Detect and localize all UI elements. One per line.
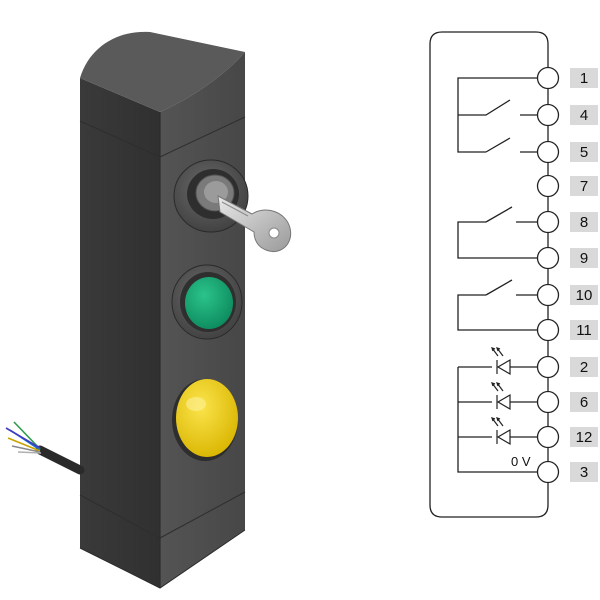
led-icon xyxy=(491,417,511,446)
terminal-circle xyxy=(536,246,560,270)
terminal-label: 10 xyxy=(576,287,593,304)
terminal-labels: 1 4 5 7 8 9 10 11 2 6 12 3 xyxy=(570,68,598,482)
terminal-label-box xyxy=(570,68,598,88)
terminal-label: 12 xyxy=(576,429,593,446)
yellow-pushbutton xyxy=(172,379,238,461)
ground-label: 0 V xyxy=(511,454,531,469)
terminal-label-box xyxy=(570,105,598,125)
terminal-circle xyxy=(536,425,560,449)
terminals xyxy=(536,66,560,484)
schematic-enclosure xyxy=(429,31,549,518)
led-icon xyxy=(491,382,511,411)
terminal-circle xyxy=(536,460,560,484)
terminal-label-box xyxy=(570,176,598,196)
key-icon xyxy=(217,195,292,252)
multi-wire-cable xyxy=(5,421,85,475)
terminal-label-box xyxy=(570,462,598,482)
terminal-label-box xyxy=(570,392,598,412)
terminal-label: 2 xyxy=(580,359,588,376)
led-bus xyxy=(457,366,538,473)
terminal-label-box xyxy=(570,212,598,232)
terminal-label: 1 xyxy=(580,70,588,87)
terminal-circle xyxy=(536,355,560,379)
terminal-label: 6 xyxy=(580,394,588,411)
terminal-label-box xyxy=(570,357,598,377)
terminal-circle xyxy=(536,140,560,164)
terminal-label-box xyxy=(570,320,598,340)
green-pushbutton xyxy=(171,264,243,340)
terminal-label: 9 xyxy=(580,250,588,267)
contact-10-11 xyxy=(457,279,538,331)
terminal-label: 3 xyxy=(580,464,588,481)
terminal-label-box xyxy=(570,248,598,268)
contact-8-9 xyxy=(457,206,538,259)
terminal-circle xyxy=(536,390,560,414)
terminal-label-box xyxy=(570,285,598,305)
terminal-label-box xyxy=(570,427,598,447)
terminal-label: 11 xyxy=(576,322,592,339)
terminal-label: 4 xyxy=(580,107,588,124)
terminal-label-box xyxy=(570,142,598,162)
terminal-label: 7 xyxy=(580,178,588,195)
led-icon xyxy=(491,347,511,376)
terminal-circle xyxy=(536,66,560,90)
contact-1-4-5 xyxy=(457,77,538,153)
terminal-circle xyxy=(536,103,560,127)
terminal-circle xyxy=(536,283,560,307)
wiring-schematic xyxy=(429,31,549,518)
terminal-label: 5 xyxy=(580,144,588,161)
terminal-circle xyxy=(536,210,560,234)
terminal-circle xyxy=(536,174,560,198)
terminal-label: 8 xyxy=(580,214,588,231)
terminal-circle xyxy=(536,318,560,342)
